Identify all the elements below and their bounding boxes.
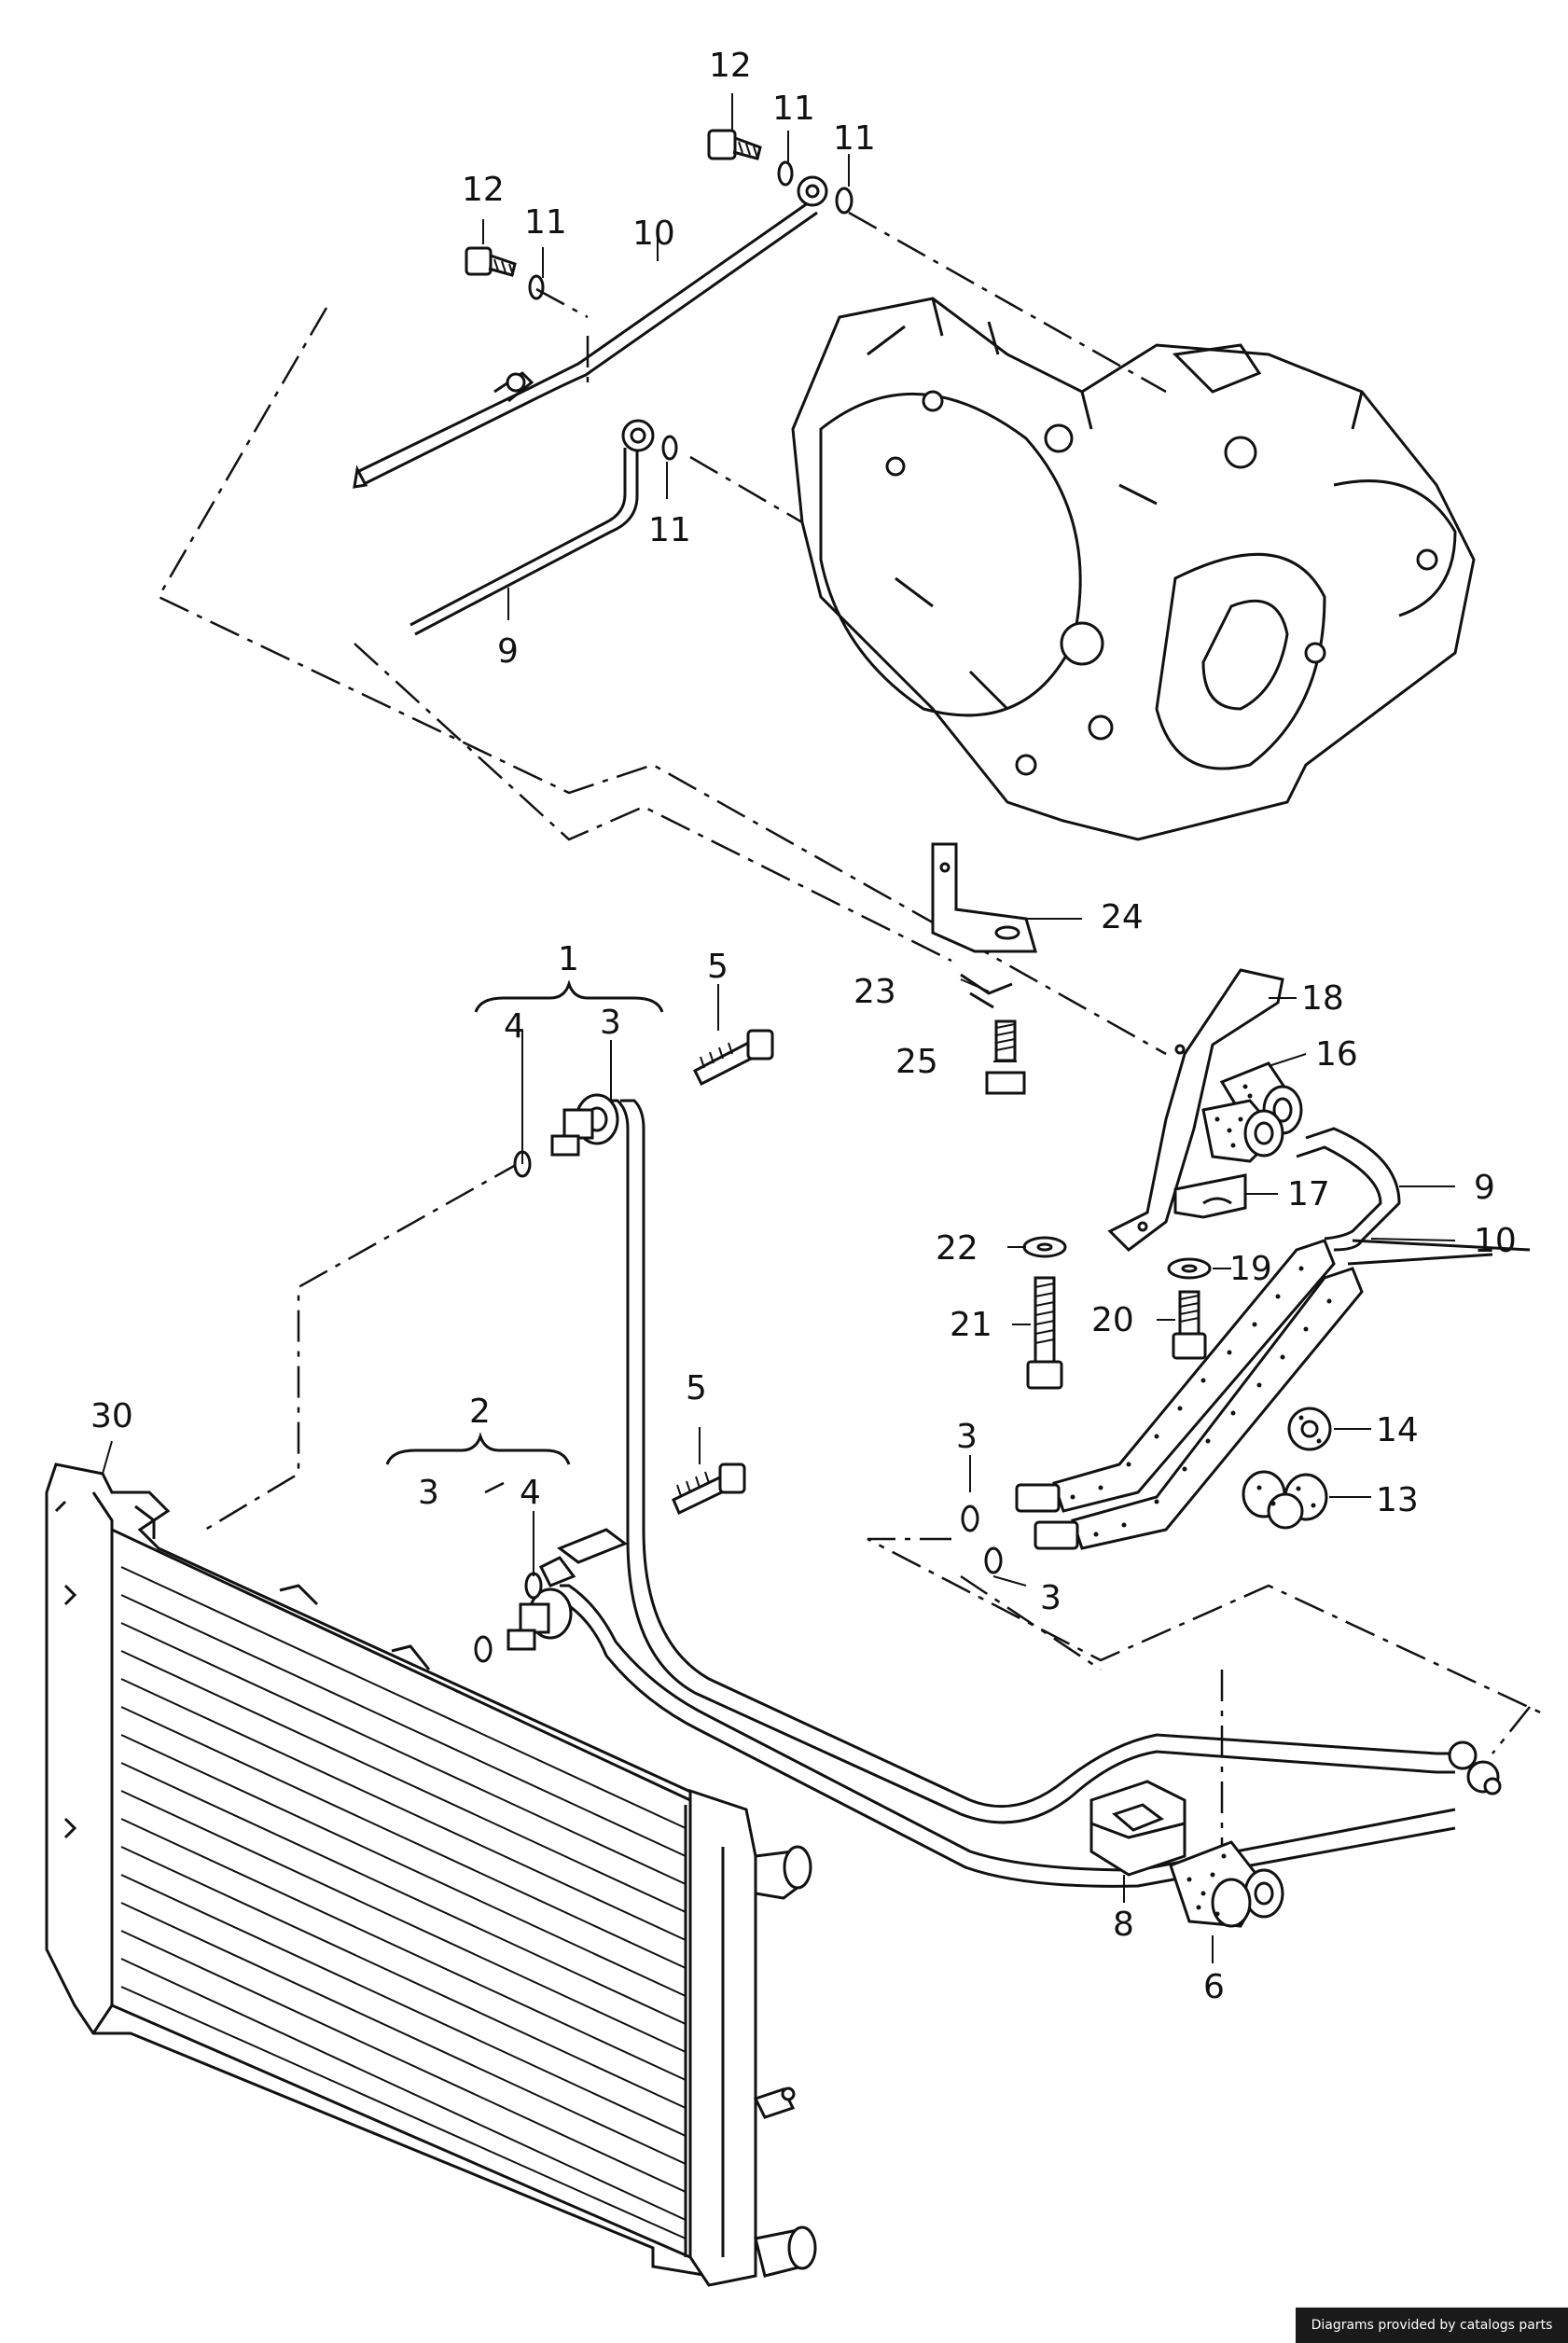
clamps-and-bushings xyxy=(1173,1061,1332,1530)
cooler-fittings xyxy=(474,1029,774,1663)
label-3-top: 3 xyxy=(600,1004,621,1042)
banjo-bolts-and-seals xyxy=(465,129,853,461)
cooler-lines xyxy=(538,1099,1502,1888)
label-25: 25 xyxy=(895,1043,938,1081)
label-10-top: 10 xyxy=(632,215,675,253)
label-3-right-top: 3 xyxy=(956,1418,978,1456)
flexible-oil-hoses xyxy=(961,1127,1531,1574)
label-12-left: 12 xyxy=(462,171,505,209)
label-1: 1 xyxy=(558,940,579,978)
label-22: 22 xyxy=(936,1229,978,1268)
label-5-mid: 5 xyxy=(686,1369,707,1407)
label-4-top: 4 xyxy=(504,1007,525,1046)
pipe-clamps-lower xyxy=(1089,1780,1284,1928)
label-20: 20 xyxy=(1091,1301,1134,1339)
label-3-right-bottom: 3 xyxy=(1040,1579,1062,1617)
label-12-top: 12 xyxy=(709,47,752,85)
radiator xyxy=(45,1463,817,2287)
label-30: 30 xyxy=(90,1397,133,1435)
label-2: 2 xyxy=(469,1393,491,1431)
assembly-guide-lines xyxy=(157,211,1549,1847)
label-3-mid: 3 xyxy=(418,1474,439,1512)
label-11-left: 11 xyxy=(524,203,567,242)
label-11-top-right: 11 xyxy=(833,119,876,158)
upper-oil-lines xyxy=(353,175,828,636)
label-21: 21 xyxy=(950,1306,992,1344)
label-11-top-left: 11 xyxy=(772,90,815,128)
label-24: 24 xyxy=(1101,898,1144,936)
transmission-housing xyxy=(791,297,1476,841)
label-10-right: 10 xyxy=(1474,1222,1517,1260)
label-23: 23 xyxy=(853,973,896,1011)
label-14: 14 xyxy=(1376,1411,1419,1449)
label-4-mid: 4 xyxy=(520,1474,541,1512)
label-5-top: 5 xyxy=(707,948,728,986)
label-13: 13 xyxy=(1376,1481,1419,1519)
callout-leaders xyxy=(102,93,1456,1963)
label-9-right: 9 xyxy=(1474,1169,1495,1207)
label-6: 6 xyxy=(1203,1968,1225,2006)
credit-badge: Diagrams provided by catalogs parts xyxy=(1296,2308,1568,2343)
mounting-bolts xyxy=(1022,1236,1212,1390)
label-19: 19 xyxy=(1229,1250,1272,1288)
label-11-lower: 11 xyxy=(648,511,691,549)
label-9-top: 9 xyxy=(497,632,519,671)
label-17: 17 xyxy=(1287,1175,1330,1213)
label-18: 18 xyxy=(1301,979,1344,1018)
label-16: 16 xyxy=(1315,1035,1358,1074)
part-labels: 12 11 11 12 11 10 11 9 24 23 25 18 16 17… xyxy=(90,47,1517,2006)
label-8: 8 xyxy=(1113,1906,1134,1944)
